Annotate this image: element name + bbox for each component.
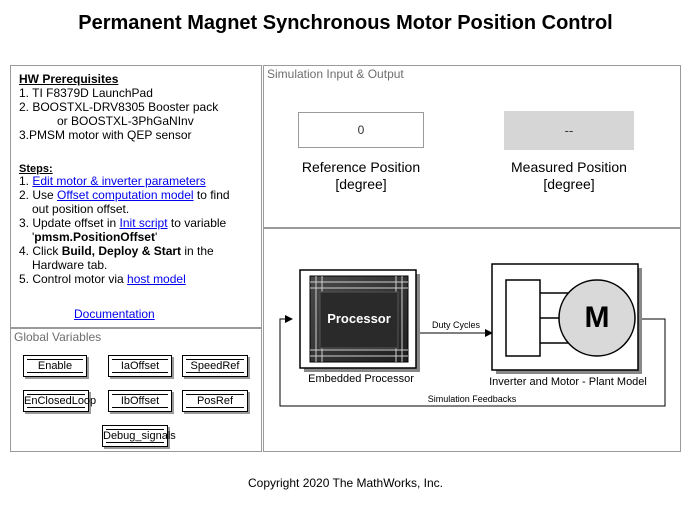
simulation-feedbacks-label: Simulation Feedbacks [402, 394, 542, 404]
debug-signals-block[interactable]: Debug_signals [102, 425, 176, 447]
inverter-motor-plant-block[interactable] [491, 263, 642, 374]
step-2: 2. Use Offset computation model to find [19, 188, 230, 202]
documentation-link[interactable]: Documentation [74, 307, 155, 321]
step-2-prefix: 2. Use [19, 188, 58, 202]
embedded-processor-block[interactable] [299, 269, 420, 372]
step-3-suffix: to variable [167, 216, 227, 230]
step-3-prefix: 3. Update offset in [19, 216, 120, 230]
reference-position-caption: Reference Position [degree] [284, 159, 438, 193]
global-variables-panel: Global Variables Enable IaOffset SpeedRe… [10, 328, 262, 452]
reference-position-caption-line-1: Reference Position [301, 159, 421, 175]
hw-item-launchpad: 1. TI F8379D LaunchPad [19, 86, 153, 100]
init-script-link[interactable]: Init script [119, 216, 168, 230]
motor-icon [558, 279, 636, 357]
hw-item-booster: 2. BOOSTXL-DRV8305 Booster pack [19, 100, 219, 114]
measured-position-caption-line-2: [degree] [543, 176, 595, 192]
step-3: 3. Update offset in Init script to varia… [19, 216, 226, 230]
step-5-prefix: 5. Control motor via [19, 272, 128, 286]
step-3-line-2: 'pmsm.PositionOffset' [32, 230, 157, 244]
host-model-link[interactable]: host model [127, 272, 186, 286]
global-variables-label: Global Variables [14, 330, 102, 344]
simulation-io-label: Simulation Input & Output [267, 67, 404, 81]
hw-item-booster-alt: or BOOSTXL-3PhGaNInv [57, 114, 194, 128]
enable-block[interactable]: Enable [23, 355, 87, 377]
step-4: 4. Click Build, Deploy & Start in the [19, 244, 214, 258]
enclosedloop-block[interactable]: EnClosedLoop [23, 390, 96, 412]
documentation-link-wrap: Documentation [74, 307, 155, 321]
edit-parameters-link[interactable]: Edit motor & inverter parameters [32, 174, 206, 188]
page-title: Permanent Magnet Synchronous Motor Posit… [78, 12, 613, 34]
step-4-prefix: 4. Click [19, 244, 62, 258]
step-3-quote-open: ' [32, 230, 35, 244]
build-deploy-start-text: Build, Deploy & Start [61, 244, 182, 258]
reference-position-caption-line-2: [degree] [335, 176, 387, 192]
posref-block[interactable]: PosRef [182, 390, 248, 412]
step-2-line-2: out position offset. [32, 202, 130, 216]
duty-cycles-label: Duty Cycles [431, 320, 480, 330]
embedded-processor-caption: Embedded Processor [308, 373, 414, 385]
iboffset-block[interactable]: IbOffset [108, 390, 172, 412]
hw-heading: HW Prerequisites [19, 72, 119, 86]
iaoffset-block[interactable]: IaOffset [108, 355, 172, 377]
feedback-signal-line[interactable] [279, 315, 666, 407]
step-2-suffix: to find [193, 188, 230, 202]
hw-prerequisites-panel: HW Prerequisites 1. TI F8379D LaunchPad … [10, 65, 262, 328]
step-1: 1. Edit motor & inverter parameters [19, 174, 206, 188]
step-3-quote-close: ' [154, 230, 158, 244]
plant-model-caption: Inverter and Motor - Plant Model [489, 376, 647, 388]
reference-position-input[interactable]: 0 [298, 112, 424, 148]
speedref-block[interactable]: SpeedRef [182, 355, 248, 377]
step-4-suffix: in the [181, 244, 214, 258]
steps-heading: Steps: [19, 163, 53, 175]
chip-core [319, 291, 399, 349]
inverter-icon [505, 279, 541, 357]
measured-position-caption: Measured Position [degree] [494, 159, 644, 193]
offset-computation-model-link[interactable]: Offset computation model [57, 188, 194, 202]
step-5: 5. Control motor via host model [19, 272, 186, 286]
chip-pins [310, 276, 408, 362]
hw-item-motor: 3.PMSM motor with QEP sensor [19, 128, 192, 142]
measured-position-caption-line-1: Measured Position [511, 159, 627, 175]
processor-label: Processor [327, 311, 391, 326]
measured-position-display: -- [504, 111, 634, 150]
step-1-prefix: 1. [19, 174, 33, 188]
step-4-line-2: Hardware tab. [32, 258, 108, 272]
motor-letter: M [584, 301, 610, 334]
copyright-text: Copyright 2020 The MathWorks, Inc. [248, 476, 443, 490]
position-offset-variable: pmsm.PositionOffset [34, 230, 155, 244]
